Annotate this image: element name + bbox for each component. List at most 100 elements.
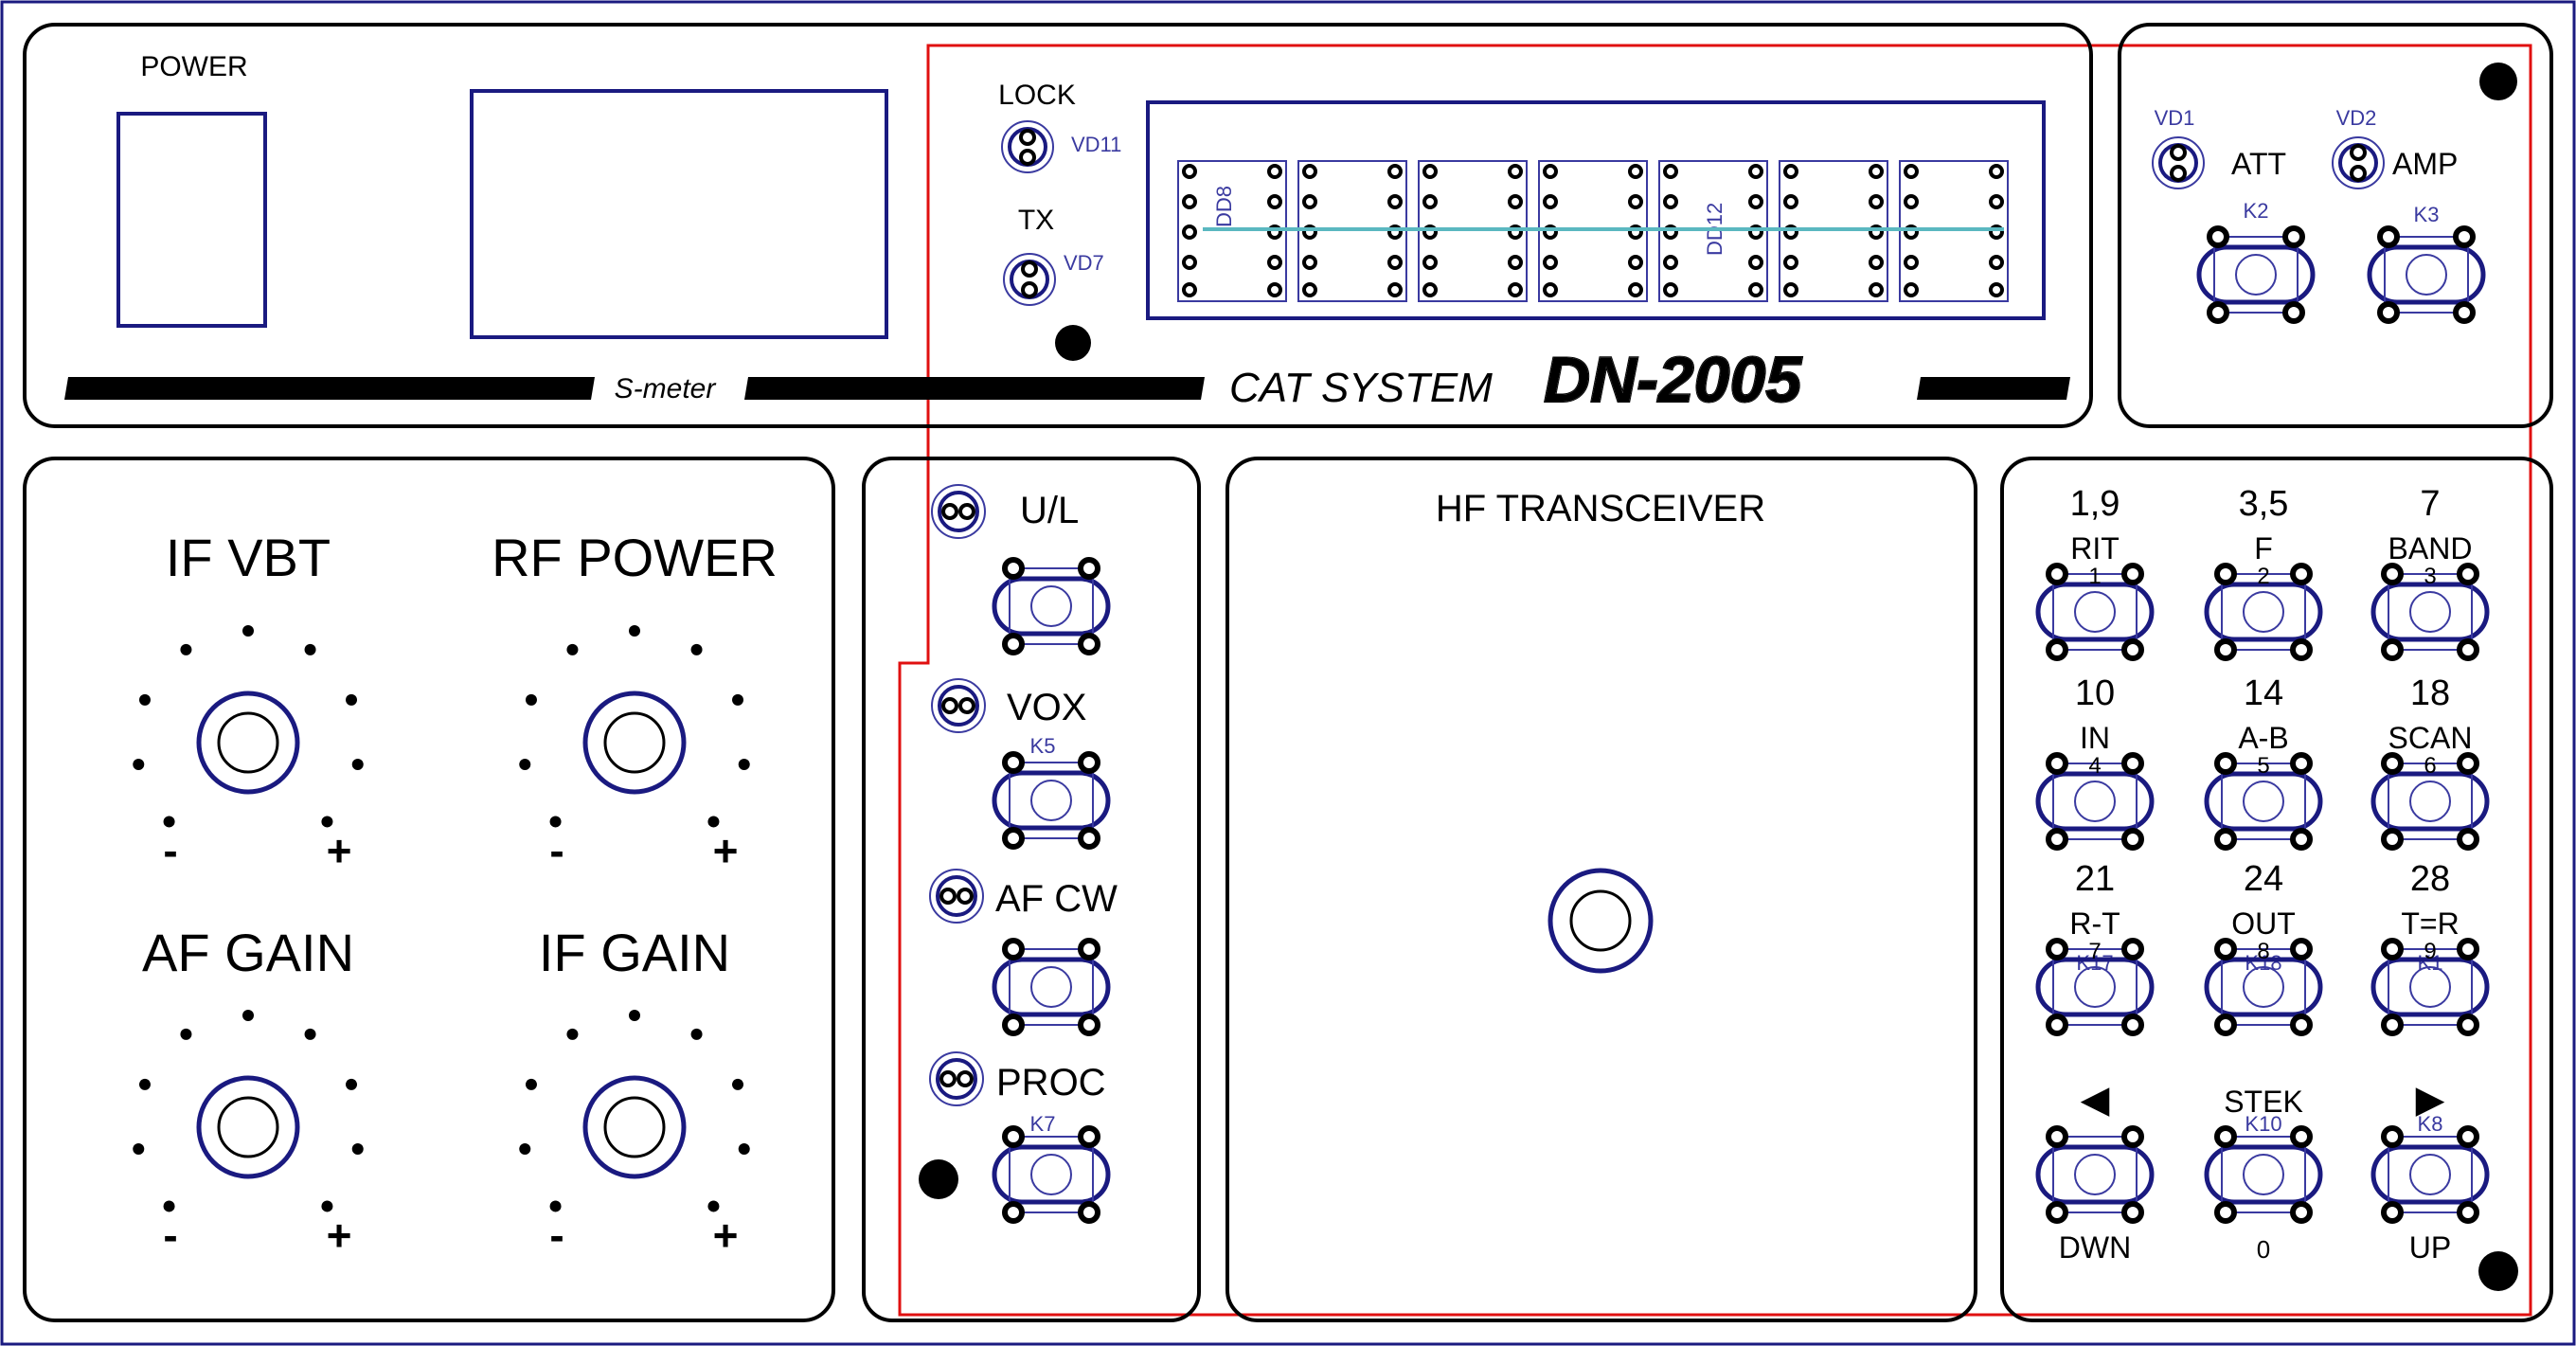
k3-ref: K3 — [2414, 203, 2440, 226]
keypad-switch[interactable] — [2035, 752, 2155, 851]
key-digit-label: 9 — [2424, 939, 2436, 964]
main-tuning-knob[interactable] — [1547, 868, 1654, 974]
att-button[interactable] — [2196, 225, 2316, 324]
lock-label: LOCK — [998, 80, 1076, 111]
lock-led — [1001, 120, 1054, 173]
afcw-led — [929, 869, 984, 924]
key-function-label: SCAN — [2388, 721, 2473, 755]
knob-label: IF VBT — [166, 528, 331, 587]
key-band-label: 1,9 — [2070, 484, 2120, 524]
att-label: ATT — [2231, 147, 2286, 181]
key-function-label: IN — [2080, 721, 2110, 755]
knob-if-gain[interactable]: IF GAIN-+ — [519, 923, 750, 1260]
key-function-label: OUT — [2231, 906, 2296, 941]
keypad-switch[interactable] — [2035, 938, 2155, 1036]
mount-screw — [2478, 1251, 2518, 1291]
keypad-panel: 1,9RIT13,5F27BAND310IN414A-B518SCAN621R-… — [2000, 457, 2553, 1322]
scale-dot — [707, 1200, 720, 1212]
key-function-label: F — [2254, 531, 2273, 565]
proc-label: PROC — [996, 1062, 1106, 1104]
scale-dot — [242, 1010, 254, 1021]
keypad-switch[interactable] — [2204, 938, 2323, 1036]
keypad-switch[interactable] — [2204, 752, 2323, 851]
vox-button[interactable] — [992, 751, 1111, 850]
keypad-key-5[interactable]: 14A-B5 — [2204, 673, 2323, 851]
key-top-label: STEK — [2224, 1085, 2303, 1119]
key-digit-label: 2 — [2257, 564, 2269, 589]
knob-if-vbt[interactable]: IF VBT - + — [133, 528, 364, 875]
keypad-switch[interactable] — [2035, 1125, 2155, 1224]
key-bottom-label: UP — [2409, 1230, 2451, 1265]
display-ref-dd8: DD8 — [1212, 186, 1236, 227]
knob-plus-label: + — [327, 826, 352, 875]
tx-led-ref: VD7 — [1064, 251, 1104, 275]
s-meter — [470, 89, 888, 339]
vox-key-ref: K5 — [1030, 734, 1056, 758]
key-digit-label: 6 — [2424, 753, 2436, 779]
key-function-label: R-T — [2069, 906, 2120, 941]
key-band-label: 10 — [2075, 673, 2115, 713]
scale-dot — [629, 1010, 640, 1021]
key-function-label: A-B — [2238, 721, 2288, 755]
keypad-switch[interactable] — [2035, 563, 2155, 661]
key-band-label: 24 — [2244, 859, 2283, 899]
keypad-key-dwn[interactable]: ◀ DWN — [2035, 1079, 2155, 1265]
amp-button[interactable] — [2367, 225, 2486, 324]
keypad-switch[interactable] — [2370, 938, 2490, 1036]
keypad-switch[interactable] — [2370, 752, 2490, 851]
scale-dot — [180, 1028, 192, 1040]
vox-label: VOX — [1007, 687, 1086, 728]
ul-label: U/L — [1020, 490, 1079, 531]
proc-button[interactable] — [992, 1125, 1111, 1224]
ul-button[interactable] — [992, 557, 1111, 655]
scale-dot — [519, 759, 531, 771]
power-button[interactable] — [116, 112, 267, 328]
model-label: DN-2005 — [1544, 344, 1802, 416]
scale-dot — [163, 816, 175, 828]
key-band-label: 21 — [2075, 859, 2115, 899]
scale-dot — [525, 693, 537, 706]
tx-label: TX — [1018, 205, 1054, 236]
keypad-switch[interactable] — [2370, 563, 2490, 661]
function-panel: U/L VOX K5 AF CW PROC K7 — [862, 457, 1201, 1322]
model-label-fill: DN-2005 — [1544, 344, 1802, 416]
display-digit — [1177, 160, 1287, 302]
keypad-switch[interactable] — [2370, 1125, 2490, 1224]
att-led-ref: VD1 — [2155, 106, 2195, 130]
knob-rf-power[interactable]: RF POWER-+ — [492, 528, 778, 875]
knob-minus-label: - — [163, 826, 177, 875]
key-bottom-label: 0 — [2257, 1235, 2270, 1264]
knob-panel: IF VBT - + RF POWER-+ AF GAIN-+ IF GAIN-+ — [23, 457, 835, 1322]
decor-bar-right — [1917, 377, 2070, 400]
knob-af-gain[interactable]: AF GAIN-+ — [133, 923, 364, 1260]
scale-dot — [732, 693, 744, 706]
proc-key-ref: K7 — [1030, 1112, 1056, 1136]
scale-dot — [138, 693, 151, 706]
key-band-label: 7 — [2420, 484, 2440, 524]
decor-bar-mid — [744, 377, 1205, 400]
key-top-label: ▶ — [2416, 1079, 2445, 1121]
key-bottom-label: DWN — [2059, 1230, 2131, 1265]
knob-plus-label: + — [713, 1211, 739, 1260]
keypad-switch[interactable] — [2204, 563, 2323, 661]
afcw-button[interactable] — [992, 938, 1111, 1036]
keypad-switch[interactable] — [2204, 1125, 2323, 1224]
scale-dot — [304, 1028, 316, 1040]
power-label: POWER — [140, 51, 247, 82]
key-top-label: ◀ — [2081, 1079, 2110, 1121]
scale-dot — [304, 643, 316, 655]
knob-label: AF GAIN — [142, 923, 354, 982]
key-function-label: T=R — [2401, 906, 2459, 941]
scale-dot — [242, 625, 254, 637]
keypad-key-2[interactable]: 3,5F2 — [2204, 484, 2323, 661]
